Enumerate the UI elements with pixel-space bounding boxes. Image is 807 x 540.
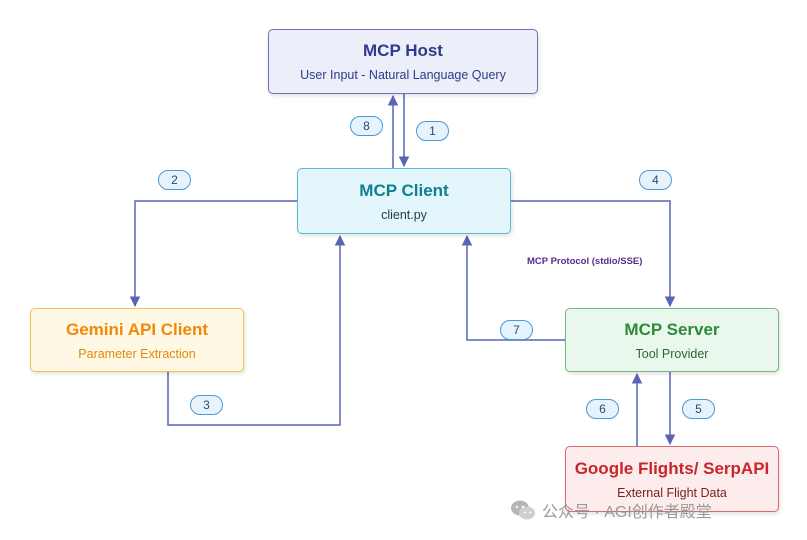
mcp-client-subtitle: client.py (381, 207, 427, 222)
edge-2-client-to-gemini (129, 200, 297, 308)
step-badge-8: 8 (350, 116, 383, 136)
gemini-api-client-node: Gemini API Client Parameter Extraction (30, 308, 244, 372)
edge-4-client-to-server (511, 200, 676, 308)
google-flights-node: Google Flights/ SerpAPI External Flight … (565, 446, 779, 512)
step-badge-6: 6 (586, 399, 619, 419)
wechat-icon (511, 500, 535, 520)
gemini-api-client-title: Gemini API Client (65, 319, 208, 339)
edge-7-server-to-client (461, 234, 565, 341)
step-badge-5: 5 (682, 399, 715, 419)
mcp-server-node: MCP Server Tool Provider (565, 308, 779, 372)
protocol-label: MCP Protocol (stdio/SSE) (527, 256, 643, 267)
watermark-text: 公众号 · AGI创作者殿堂 (542, 504, 712, 521)
watermark: 公众号 · AGI创作者殿堂 (510, 498, 712, 522)
step-badge-1: 1 (416, 121, 449, 141)
edge-3-gemini-to-client (167, 234, 346, 426)
google-flights-subtitle: External Flight Data (617, 485, 727, 500)
mcp-host-subtitle: User Input - Natural Language Query (300, 68, 506, 82)
mcp-client-node: MCP Client client.py (297, 168, 511, 234)
step-badge-2: 2 (158, 170, 191, 190)
mcp-server-title: MCP Server (624, 319, 720, 339)
google-flights-title: Google Flights/ SerpAPI (574, 458, 770, 478)
gemini-api-client-subtitle: Parameter Extraction (78, 346, 196, 361)
mcp-server-subtitle: Tool Provider (635, 346, 709, 361)
mcp-host-title: MCP Host (363, 41, 443, 60)
mcp-host-node: MCP Host User Input - Natural Language Q… (268, 29, 538, 94)
step-badge-4: 4 (639, 170, 672, 190)
step-badge-3: 3 (190, 395, 223, 415)
step-badge-7: 7 (500, 320, 533, 340)
mcp-client-title: MCP Client (359, 180, 449, 200)
